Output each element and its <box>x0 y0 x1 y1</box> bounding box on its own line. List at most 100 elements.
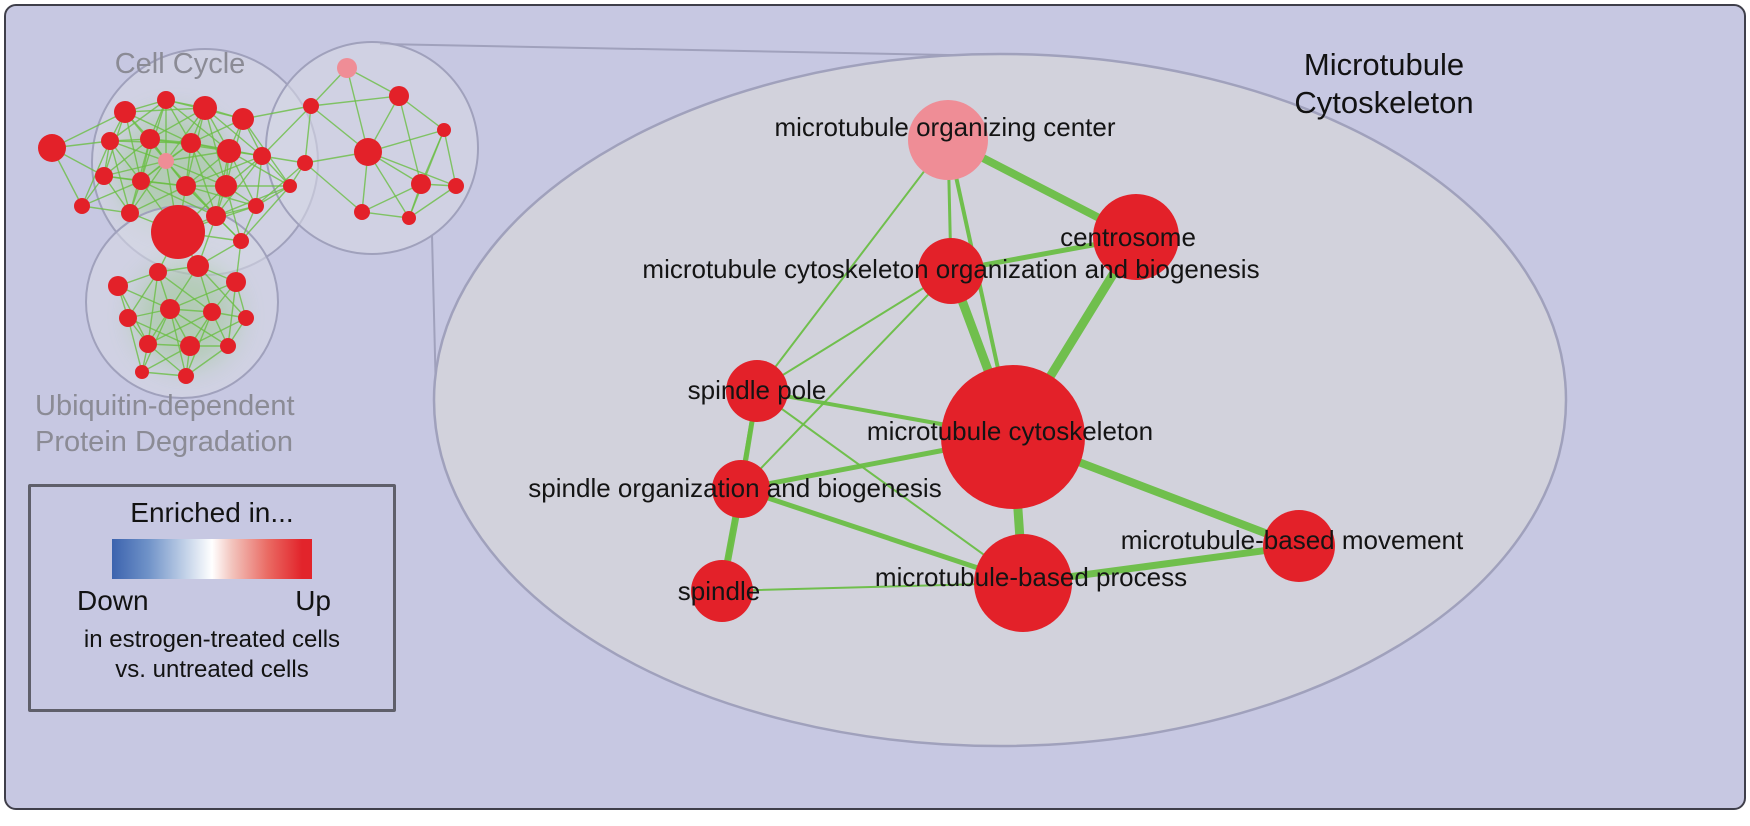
mini-node[interactable] <box>253 147 271 165</box>
mini-node[interactable] <box>157 91 175 109</box>
mini-node[interactable] <box>119 309 137 327</box>
mini-node[interactable] <box>140 129 160 149</box>
node-mbp[interactable] <box>974 534 1072 632</box>
node-sob[interactable] <box>712 460 770 518</box>
mini-node[interactable] <box>135 365 149 379</box>
mini-node[interactable] <box>158 153 174 169</box>
mini-node[interactable] <box>448 178 464 194</box>
mini-node[interactable] <box>303 98 319 114</box>
mini-node[interactable] <box>181 133 201 153</box>
mini-edge[interactable] <box>304 105 312 164</box>
edge-mtoc-spindle_pole[interactable] <box>756 139 949 392</box>
mini-node[interactable] <box>297 155 313 171</box>
cluster-density-glow-ubiquitin <box>134 264 238 368</box>
mini-node[interactable] <box>215 175 237 197</box>
edge-spindle_pole-mbp[interactable] <box>756 390 1024 584</box>
mini-node[interactable] <box>151 205 205 259</box>
mini-edge[interactable] <box>109 99 167 142</box>
mini-node[interactable] <box>206 206 226 226</box>
mini-edge[interactable] <box>361 183 422 213</box>
node-mc[interactable] <box>941 365 1085 509</box>
edge-mcob-sob[interactable] <box>740 270 952 490</box>
mini-edge[interactable] <box>185 155 263 187</box>
mini-node[interactable] <box>121 204 139 222</box>
node-spindle_pole[interactable] <box>726 360 788 422</box>
mini-edge[interactable] <box>408 129 445 219</box>
node-mtoc[interactable] <box>908 100 988 180</box>
mini-node[interactable] <box>101 132 119 150</box>
mini-node[interactable] <box>283 179 297 193</box>
mini-edge[interactable] <box>124 107 206 113</box>
edge-mcob-spindle_pole[interactable] <box>756 270 952 392</box>
mini-node[interactable] <box>402 211 416 225</box>
mini-node[interactable] <box>114 101 136 123</box>
mini-edge[interactable] <box>367 151 457 187</box>
mini-edge[interactable] <box>227 281 237 347</box>
mini-edge[interactable] <box>443 129 457 187</box>
mini-node[interactable] <box>160 299 180 319</box>
mini-node[interactable] <box>437 123 451 137</box>
mini-edge[interactable] <box>157 271 213 313</box>
mini-edge[interactable] <box>124 111 142 182</box>
mini-node[interactable] <box>226 272 246 292</box>
mini-node[interactable] <box>180 336 200 356</box>
mini-edge[interactable] <box>169 281 237 310</box>
node-spindle[interactable] <box>691 560 753 622</box>
mini-node[interactable] <box>411 174 431 194</box>
mini-node[interactable] <box>38 134 66 162</box>
mini-edge[interactable] <box>81 180 142 207</box>
mini-edge[interactable] <box>109 140 131 214</box>
mini-edge[interactable] <box>140 180 217 217</box>
mini-edge[interactable] <box>189 317 247 347</box>
mini-node[interactable] <box>139 335 157 353</box>
mini-edge[interactable] <box>310 95 400 107</box>
mini-edge[interactable] <box>127 271 159 319</box>
edge-sob-mbp[interactable] <box>738 486 1026 586</box>
mini-node[interactable] <box>220 338 236 354</box>
mini-edge[interactable] <box>261 105 312 157</box>
mini-node[interactable] <box>108 276 128 296</box>
mini-node[interactable] <box>187 255 209 277</box>
mini-node[interactable] <box>193 96 217 120</box>
mini-node[interactable] <box>178 368 194 384</box>
mini-node[interactable] <box>149 263 167 281</box>
mini-node[interactable] <box>354 138 382 166</box>
mini-node[interactable] <box>203 303 221 321</box>
mini-edge[interactable] <box>169 308 229 347</box>
mini-edge[interactable] <box>147 271 159 345</box>
mini-edge[interactable] <box>346 67 369 153</box>
mini-node[interactable] <box>238 310 254 326</box>
mini-edge[interactable] <box>408 185 457 219</box>
mini-node[interactable] <box>233 233 249 249</box>
mini-node[interactable] <box>74 198 90 214</box>
mini-edge[interactable] <box>197 265 247 319</box>
mini-edge[interactable] <box>127 317 191 347</box>
mini-edge[interactable] <box>240 185 291 242</box>
mini-edge[interactable] <box>255 162 306 207</box>
mini-edge[interactable] <box>127 317 143 373</box>
edge-spindle-mbp[interactable] <box>721 582 1024 592</box>
mini-edge[interactable] <box>103 160 167 177</box>
mini-edge[interactable] <box>109 140 167 162</box>
mini-edge[interactable] <box>304 162 363 213</box>
mini-node[interactable] <box>354 204 370 220</box>
mini-edge[interactable] <box>204 107 263 157</box>
node-centrosome[interactable] <box>1093 194 1179 280</box>
mini-edge[interactable] <box>147 311 213 345</box>
mini-node[interactable] <box>217 139 241 163</box>
mini-node[interactable] <box>132 172 150 190</box>
mini-edge[interactable] <box>169 308 187 377</box>
node-mbm[interactable] <box>1263 510 1335 582</box>
mini-node[interactable] <box>95 167 113 185</box>
node-mcob[interactable] <box>918 238 984 304</box>
mini-node[interactable] <box>337 58 357 78</box>
mini-edge[interactable] <box>185 185 257 207</box>
mini-node[interactable] <box>176 176 196 196</box>
mini-edge[interactable] <box>129 185 187 214</box>
mini-node[interactable] <box>248 198 264 214</box>
mini-node[interactable] <box>232 108 254 130</box>
mini-edge[interactable] <box>129 160 167 214</box>
mini-node[interactable] <box>389 86 409 106</box>
mini-edge[interactable] <box>185 345 229 377</box>
mini-edge[interactable] <box>242 105 312 120</box>
